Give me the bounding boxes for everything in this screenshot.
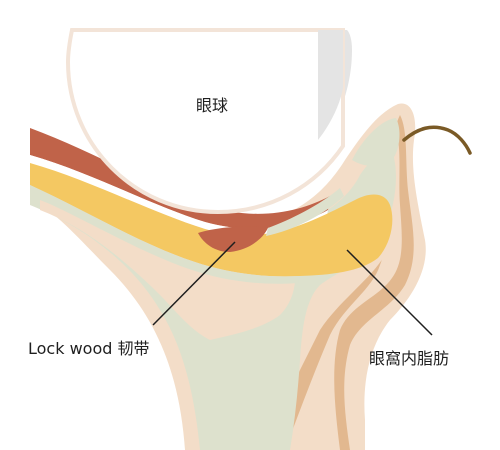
eyeball-shadow-overlay bbox=[318, 30, 343, 140]
ligament-connector bbox=[266, 188, 344, 236]
inner-cream-region bbox=[40, 200, 296, 340]
lid-margin-tissue bbox=[352, 118, 400, 166]
eyeball-label: 眼球 bbox=[196, 96, 228, 115]
lockwood-ligament bbox=[198, 226, 268, 252]
eyelash bbox=[402, 125, 472, 155]
eyeball-outline bbox=[65, 28, 345, 215]
lockwood-leader-line bbox=[152, 241, 236, 326]
orbital-fat-label: 眼窩内脂肪 bbox=[369, 349, 449, 368]
fat-leader-line bbox=[346, 249, 433, 336]
lockwood-ligament-label: Lock wood 韧带 bbox=[28, 339, 149, 358]
orbital-fat bbox=[30, 163, 393, 277]
